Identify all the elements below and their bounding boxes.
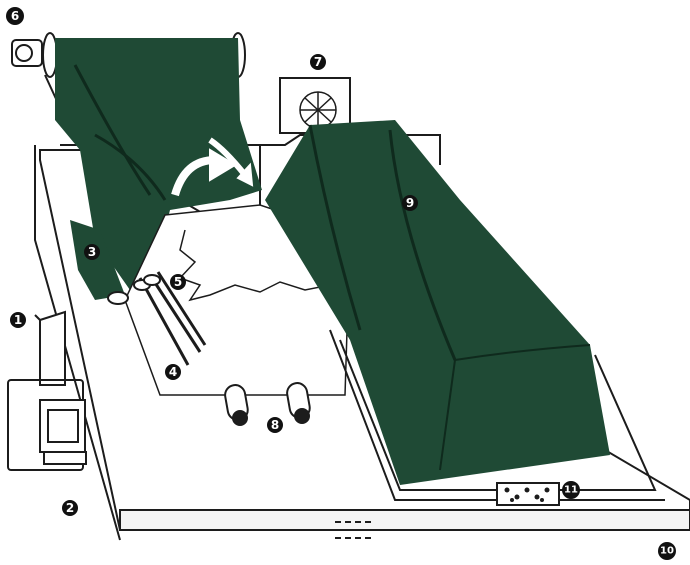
callout-number: 3 [88,245,96,259]
perforated-plate [497,483,559,505]
callout-marker: 11 [562,481,580,499]
callout-marker: 10 [658,542,676,560]
callout-marker: 3 [84,244,100,260]
callout-number: 10 [660,546,674,557]
callout-marker: 6 [6,7,24,25]
callout-number: 2 [66,501,74,515]
callout-number: 7 [314,55,322,69]
fan-icon [300,92,336,128]
callout-marker: 5 [170,274,186,290]
callout-marker: 4 [165,364,181,380]
callout-marker: 2 [62,500,78,516]
callout-marker: 8 [267,417,283,433]
callout-number: 6 [11,9,19,23]
callout-number: 9 [406,196,414,210]
monitor-icon [40,400,86,464]
callout-marker: 1 [10,312,26,328]
callout-number: 8 [271,418,279,432]
callout-number: 5 [174,275,182,289]
callout-number: 4 [169,365,177,379]
callout-number: 11 [564,485,578,496]
callout-marker: 7 [310,54,326,70]
callout-number: 1 [14,313,22,327]
callout-marker: 9 [402,195,418,211]
monitor-station [8,312,86,470]
